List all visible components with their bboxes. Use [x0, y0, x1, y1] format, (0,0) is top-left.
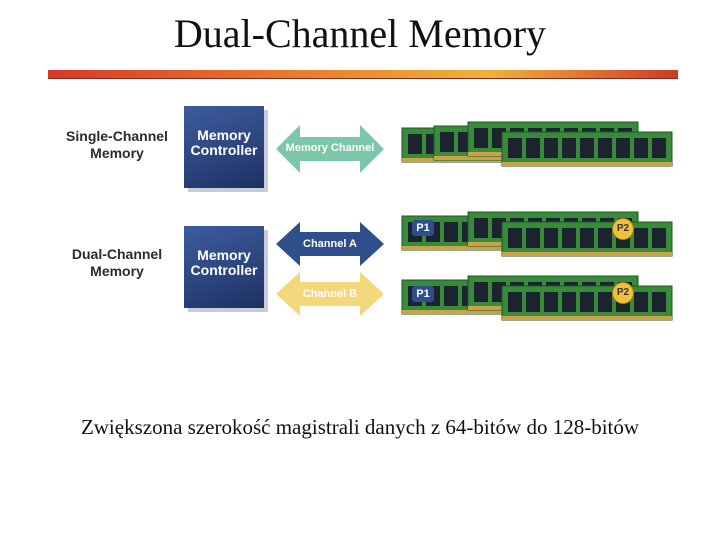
- single-channel-dimm-stack: [401, 121, 673, 167]
- caption: Zwiększona szerokość magistrali danych z…: [80, 415, 640, 439]
- page-title: Dual-Channel Memory: [173, 11, 547, 56]
- badge-p1-channel-b: P1: [412, 286, 434, 302]
- channel-b-arrow: [276, 272, 384, 316]
- single-channel-label-line1: Single-Channel: [66, 128, 168, 144]
- dual-controller-line2: Controller: [190, 262, 258, 278]
- badge-p1-channel-a: P1: [412, 220, 434, 236]
- channel-a-arrow: [276, 222, 384, 266]
- memory-channel-arrow: [276, 125, 384, 173]
- single-memory-controller: Memory Controller: [184, 106, 264, 188]
- dual-controller-line1: Memory: [197, 247, 251, 263]
- single-channel-label-line2: Memory: [90, 145, 144, 161]
- memory-modules-illustration: [401, 121, 673, 321]
- dual-channel-label-line1: Dual-Channel: [71, 246, 163, 262]
- dual-channel-label-line2: Memory: [90, 263, 144, 279]
- dual-memory-controller: Memory Controller: [184, 226, 264, 308]
- single-controller-line2: Controller: [190, 142, 258, 158]
- badge-p2-channel-b: P2: [612, 282, 634, 304]
- single-controller-line1: Memory: [197, 127, 251, 143]
- dual-channel-label: Dual-Channel Memory: [58, 246, 176, 280]
- channel-a-label: Channel A: [303, 238, 357, 250]
- title-divider: [48, 70, 678, 79]
- memory-channel-label: Memory Channel: [285, 142, 375, 154]
- badge-p2-channel-a: P2: [612, 218, 634, 240]
- channel-b-label: Channel B: [302, 288, 358, 300]
- single-channel-label: Single-Channel Memory: [58, 128, 176, 162]
